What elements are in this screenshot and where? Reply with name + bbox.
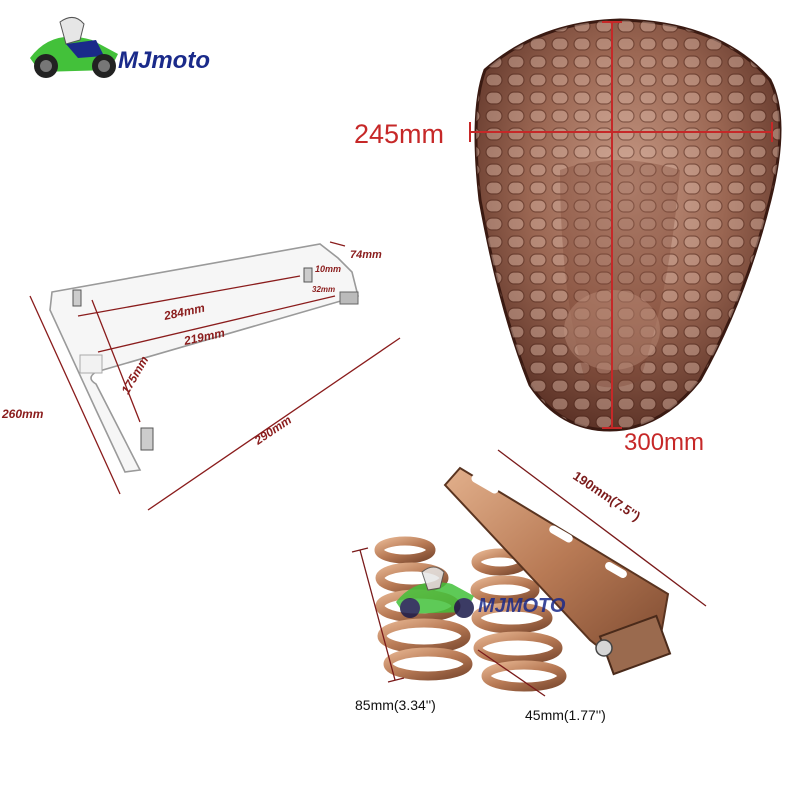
bottom-length-label: 290mm: [251, 413, 294, 448]
left-length-label: 260mm: [1, 407, 44, 421]
seat-dimension-lines: [469, 21, 773, 429]
spring-bracket: [443, 466, 672, 676]
spring-pair: [374, 536, 567, 692]
brand-name: MJmoto: [118, 47, 210, 74]
front-width-label: 74mm: [350, 249, 382, 261]
motorbike-rider-icon: [30, 17, 118, 78]
watermark-brand: MJMOTO: [478, 595, 566, 617]
bolt-offset-a-label: 10mm: [315, 264, 341, 274]
mounting-bolt-icon: [339, 291, 359, 305]
base-plate-dimension-lines: [29, 241, 401, 511]
spring-right: [470, 548, 567, 692]
seat-illustration: [474, 18, 782, 432]
brand-logo: MJmoto: [30, 17, 210, 78]
spring-width-label: 45mm(1.77''): [525, 707, 606, 723]
bolt-head-icon: [595, 639, 613, 657]
watermark-logo: MJMOTO: [396, 566, 566, 618]
stud-bolt-icon: [72, 267, 313, 451]
spring-height-label: 85mm(3.34''): [355, 697, 436, 713]
bolt-offset-b-label: 32mm: [312, 285, 335, 294]
seat-length-label: 245mm: [354, 119, 444, 149]
seat-width-label: 300mm: [624, 429, 704, 456]
bracket-length-label: 190mm(7.5''): [570, 468, 643, 524]
hardware-dimension-lines: [351, 449, 707, 697]
seat-base-plate: [49, 243, 359, 473]
